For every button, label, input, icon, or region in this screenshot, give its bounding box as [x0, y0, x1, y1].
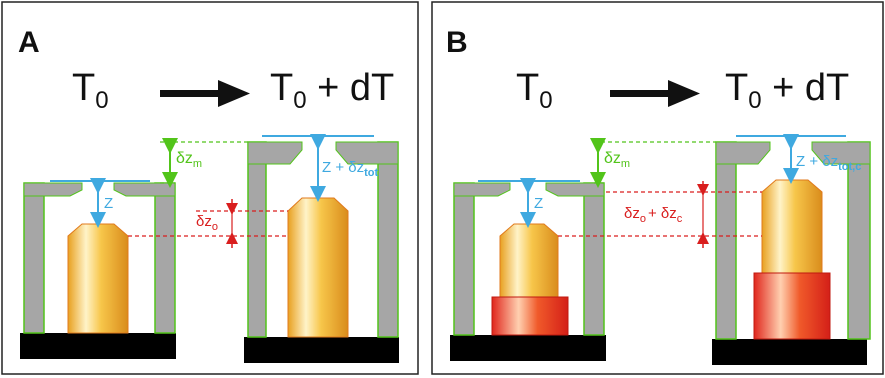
top-right-ledge: [335, 141, 399, 165]
left-wall: [247, 141, 267, 338]
panel-b: B T0 T0 + dT Z: [431, 1, 884, 375]
panel-a-right-apparatus: Z + δztot: [244, 134, 399, 363]
panel-a-t0-label: T0: [72, 67, 109, 114]
z-label: Z: [534, 195, 543, 212]
z-tot-c-label: Z + δztot,c: [796, 153, 861, 173]
right-wall: [377, 141, 399, 338]
dzm-label: δzm: [176, 150, 202, 170]
z-tot-label: Z + δztot: [322, 159, 378, 179]
panel-a-t1-label: T0 + dT: [270, 67, 394, 114]
dzm-label: δzm: [604, 150, 630, 170]
top-right-ledge: [545, 182, 605, 197]
z-label: Z: [104, 195, 113, 212]
panel-a-transition-arrow: [160, 80, 250, 107]
top-left-ledge: [23, 182, 83, 197]
panel-b-left-apparatus: Z: [450, 178, 606, 361]
dzo-dzc-label: δzo+ δzc: [624, 205, 683, 225]
dzo-label: δzo: [196, 213, 218, 233]
collar: [753, 272, 831, 340]
objective: [67, 223, 129, 334]
objective: [287, 197, 349, 338]
left-wall: [715, 141, 737, 340]
top-right-ledge: [811, 141, 871, 165]
panel-a-left-apparatus: Z: [20, 178, 176, 359]
collar: [491, 296, 569, 336]
left-wall: [23, 182, 45, 334]
sample-point: [526, 179, 530, 183]
top-left-ledge: [715, 141, 771, 165]
panel-b-letter: B: [446, 26, 468, 59]
top-left-ledge: [247, 141, 303, 165]
sample-point: [96, 179, 100, 183]
panel-b-t0-label: T0: [516, 67, 553, 114]
panel-a-letter: A: [18, 26, 40, 59]
sample-point: [316, 135, 320, 139]
right-wall: [583, 182, 605, 336]
objective: [761, 179, 823, 274]
sample-point: [789, 135, 793, 139]
top-left-ledge: [453, 182, 511, 197]
base-plate: [712, 339, 867, 365]
panel-b-t1-label: T0 + dT: [725, 67, 849, 114]
right-wall: [154, 182, 176, 334]
objective: [499, 223, 559, 298]
left-wall: [453, 182, 475, 336]
panel-b-right-apparatus: Z + δztot,c: [712, 134, 871, 365]
base-plate: [244, 337, 399, 363]
panel-a: A T0 T0 + dT Z: [1, 1, 419, 375]
base-plate: [450, 335, 606, 361]
panel-b-transition-arrow: [610, 80, 700, 107]
top-right-ledge: [113, 182, 176, 197]
base-plate: [20, 333, 176, 359]
